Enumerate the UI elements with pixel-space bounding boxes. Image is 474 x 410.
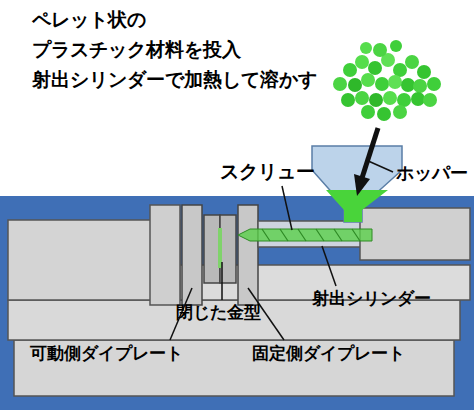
part-name: スクリュー — [220, 160, 315, 183]
part-name: ホッパー — [396, 162, 468, 184]
part-name: 射出シリンダー — [312, 288, 431, 308]
leader-lines — [170, 160, 393, 340]
rear-plate — [150, 205, 180, 305]
feed-arrowhead — [354, 174, 370, 196]
fixed-platen — [238, 205, 258, 305]
movable-platen — [182, 205, 202, 305]
background-panel — [0, 196, 474, 410]
screw — [238, 229, 372, 241]
machine-base — [14, 340, 454, 396]
pellet-photo — [333, 40, 441, 121]
hopper — [312, 146, 402, 222]
mold-half — [204, 215, 220, 283]
screw-flights — [262, 229, 360, 241]
part-name: 閉じた金型 — [176, 302, 261, 322]
injection-drive — [360, 208, 470, 260]
part-name: 固定側ダイプレート — [252, 343, 405, 363]
feed-arrow — [362, 128, 378, 178]
part-name: 可動側ダイプレート — [30, 343, 183, 363]
note-text: ペレット状の プラスチック材料を投入 射出シリンダーで加熱して溶かす — [32, 4, 332, 94]
